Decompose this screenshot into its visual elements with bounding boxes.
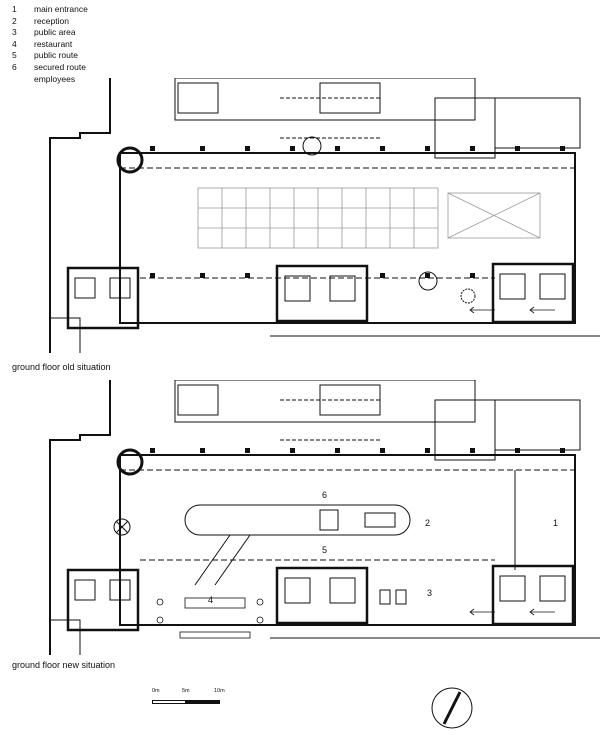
scale-segment	[152, 700, 186, 704]
north-arrow-icon	[431, 687, 473, 729]
scale-label-0: 0m	[152, 688, 160, 694]
legend-item: 3 public area	[12, 27, 88, 39]
legend-number: 6	[12, 61, 17, 72]
revolving-door-new	[113, 518, 131, 536]
caption-old-situation: ground floor old situation	[12, 362, 111, 372]
service-cores-old	[66, 262, 575, 330]
rotunda-new	[116, 448, 144, 476]
legend-item: 6 secured route	[12, 62, 88, 74]
restaurant-furniture	[156, 597, 264, 639]
legend-number: 3	[12, 27, 17, 38]
scale-bar: 0m 5m 10m	[152, 688, 282, 718]
legend-number: 5	[12, 50, 17, 61]
legend-item: 4 restaurant	[12, 39, 88, 51]
plan-label-secured-route: 6	[322, 490, 327, 500]
legend-label: secured route	[34, 61, 86, 72]
legend-label: main entrance	[34, 4, 88, 14]
legend-label: public route	[34, 50, 78, 61]
rotunda	[116, 146, 144, 174]
legend-number: 2	[12, 15, 17, 26]
secured-route-pod	[184, 504, 411, 586]
legend-label: public area	[34, 27, 76, 38]
route-arrows-new	[469, 608, 555, 616]
columns-top	[150, 146, 565, 278]
plan-label-restaurant: 4	[208, 595, 213, 605]
caption-new-situation: ground floor new situation	[12, 660, 116, 670]
spiral-stair	[460, 288, 476, 304]
scale-segment	[186, 700, 220, 704]
scale-label-10: 10m	[214, 688, 225, 694]
service-cores-new	[66, 564, 575, 632]
floor-tile-grid	[197, 187, 541, 249]
plan-label-public-route: 5	[322, 545, 327, 555]
floor-plan-old	[49, 78, 600, 353]
legend-label: reception	[34, 15, 69, 26]
legend-label: employees	[34, 73, 76, 84]
floor-plan-new: 1 2 3 4 5 6	[49, 380, 600, 655]
plan-label-public-area: 3	[427, 588, 432, 598]
columns-top-new	[150, 448, 565, 453]
legend: 1 main entrance 2 reception 3 public area 4…	[12, 4, 88, 85]
plan-label-main-entrance: 1	[553, 518, 558, 528]
plan-label-reception: 2	[425, 518, 430, 528]
scale-label-5: 5m	[182, 688, 190, 694]
legend-number: 4	[12, 38, 17, 49]
legend-label: restaurant	[34, 38, 73, 49]
route-arrows-old	[469, 306, 555, 314]
legend-item: 2 reception	[12, 16, 88, 28]
revolving-door-old	[418, 271, 438, 291]
legend-item: employees	[12, 74, 88, 86]
legend-number: 1	[12, 4, 17, 14]
legend-item: 1 main entrance	[12, 4, 88, 16]
legend-item: 5 public route	[12, 50, 88, 62]
